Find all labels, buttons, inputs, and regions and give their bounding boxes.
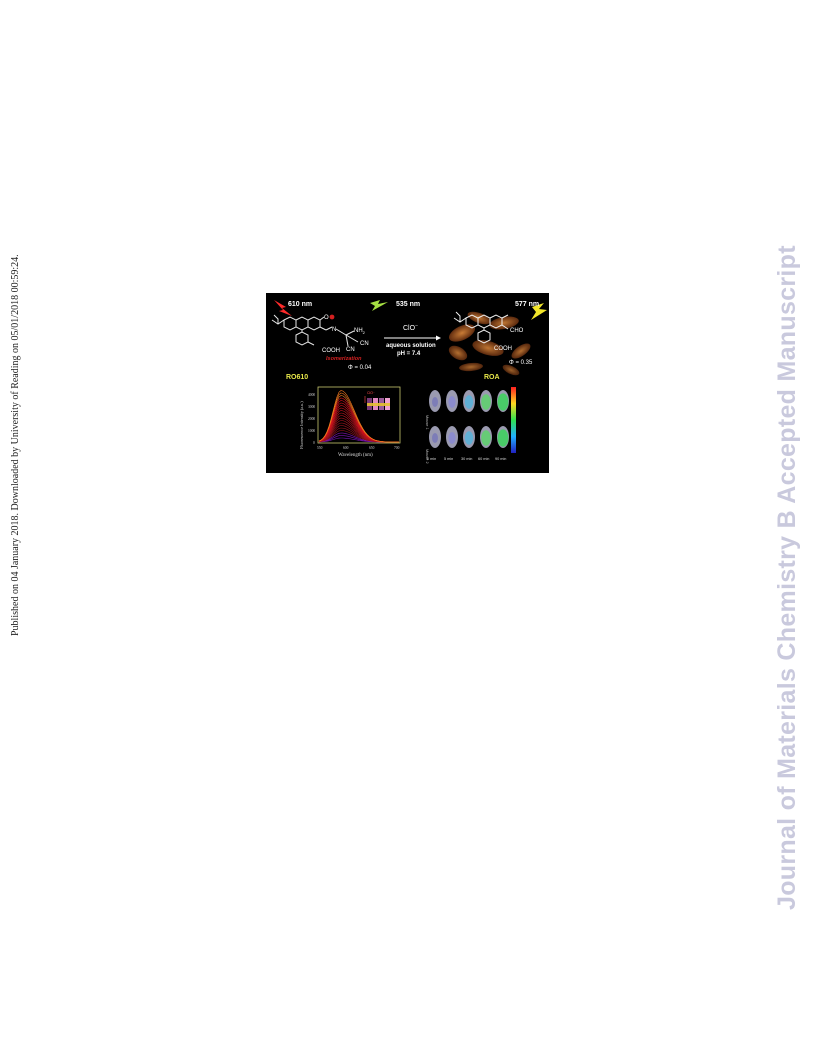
cooh-left: COOH	[322, 348, 340, 354]
mouse-signal	[464, 395, 474, 409]
spectrum-ylabel: Fluorescence Intensity (a.u.)	[299, 401, 304, 449]
condition-ph: pH = 7.4	[397, 351, 421, 357]
mouse-signal	[432, 433, 438, 443]
graphical-abstract-figure: 610 nm 535 nm N O NH2 CN CN	[271, 300, 547, 464]
quantum-yield-right: Φ = 0.35	[509, 360, 533, 366]
publication-note: Published on 04 January 2018. Downloaded…	[2, 236, 28, 636]
mouse-row-label-2: Mouse 2	[425, 449, 429, 464]
time-label-0: 0 min	[427, 457, 436, 461]
cho-group: CHO	[510, 328, 524, 334]
spectrum-inset: ClO⁻	[364, 391, 390, 410]
watermark-text: Journal of Materials Chemistry B Accepte…	[773, 245, 801, 910]
spectrum-curves	[318, 390, 399, 443]
molecule-ro610	[271, 314, 333, 346]
nh2-group: NH2	[354, 328, 366, 335]
mouse-signal	[481, 430, 491, 446]
wavelength-mid: 535 nm	[396, 301, 420, 308]
time-label-2: 30 min	[461, 457, 472, 461]
mouse-signal	[432, 397, 438, 407]
mouse-imaging: Mouse 1 Mouse 2 0 min 5 min 30 min 60 mi…	[425, 387, 516, 464]
ytick-3000: 3000	[308, 405, 315, 409]
time-label-3: 60 min	[478, 457, 489, 461]
ytick-1000: 1000	[308, 429, 315, 433]
spectrum-frame	[317, 386, 401, 444]
mouse-signal	[481, 394, 491, 410]
wavelength-right: 577 nm	[515, 301, 539, 308]
label-ro610: RO610	[286, 374, 308, 381]
mouse-signal	[448, 432, 456, 444]
mouse-signal	[464, 431, 474, 445]
time-label-4: 90 min	[495, 457, 506, 461]
excitation-arrow-red	[274, 300, 292, 316]
reagent-clo: ClO−	[403, 323, 418, 332]
emission-arrow-yellow	[531, 303, 547, 320]
ytick-2000: 2000	[308, 417, 315, 421]
mice-grid	[429, 390, 509, 448]
reaction-arrowhead	[436, 335, 441, 341]
mouse-signal	[448, 396, 456, 408]
time-label-1: 5 min	[444, 457, 453, 461]
spectrum-curve	[318, 390, 399, 443]
molecule-roa	[453, 311, 509, 344]
xtick-650: 650	[369, 446, 375, 450]
ytick-4000: 4000	[308, 393, 315, 397]
spectrum-plot: Fluorescence Intensity (a.u.) Wavelength…	[299, 386, 401, 458]
label-roa: ROA	[484, 374, 500, 381]
publication-note-text: Published on 04 January 2018. Downloaded…	[10, 254, 21, 636]
xtick-600: 600	[343, 446, 349, 450]
intensity-colorbar	[511, 387, 516, 453]
o-atom: O	[324, 315, 329, 321]
ytick-0: 0	[313, 441, 315, 445]
mouse-signal	[497, 429, 509, 447]
n-atom: N	[332, 327, 336, 333]
excitation-arrow-green	[370, 300, 388, 311]
xtick-550: 550	[317, 446, 323, 450]
cn-group-top: CN	[360, 341, 369, 347]
side-chain	[335, 328, 359, 347]
mouse-signal	[497, 393, 509, 411]
red-marker	[329, 314, 335, 320]
accepted-manuscript-watermark: Journal of Materials Chemistry B Accepte…	[770, 140, 804, 910]
quantum-yield-left: Φ = 0.04	[348, 365, 372, 371]
xtick-700: 700	[394, 446, 400, 450]
cooh-right: COOH	[494, 346, 512, 352]
cn-group-bottom: CN	[346, 347, 355, 353]
spectrum-xlabel: Wavelength (nm)	[338, 453, 373, 458]
graphical-abstract: 610 nm 535 nm N O NH2 CN CN	[266, 293, 549, 473]
isomerization-label: Isomerization	[326, 356, 362, 362]
condition-solution: aqueous solution	[386, 343, 436, 349]
inset-clo-label: ClO⁻	[367, 391, 375, 395]
mouse-row-label-1: Mouse 1	[425, 415, 429, 430]
wavelength-left: 610 nm	[288, 301, 312, 308]
